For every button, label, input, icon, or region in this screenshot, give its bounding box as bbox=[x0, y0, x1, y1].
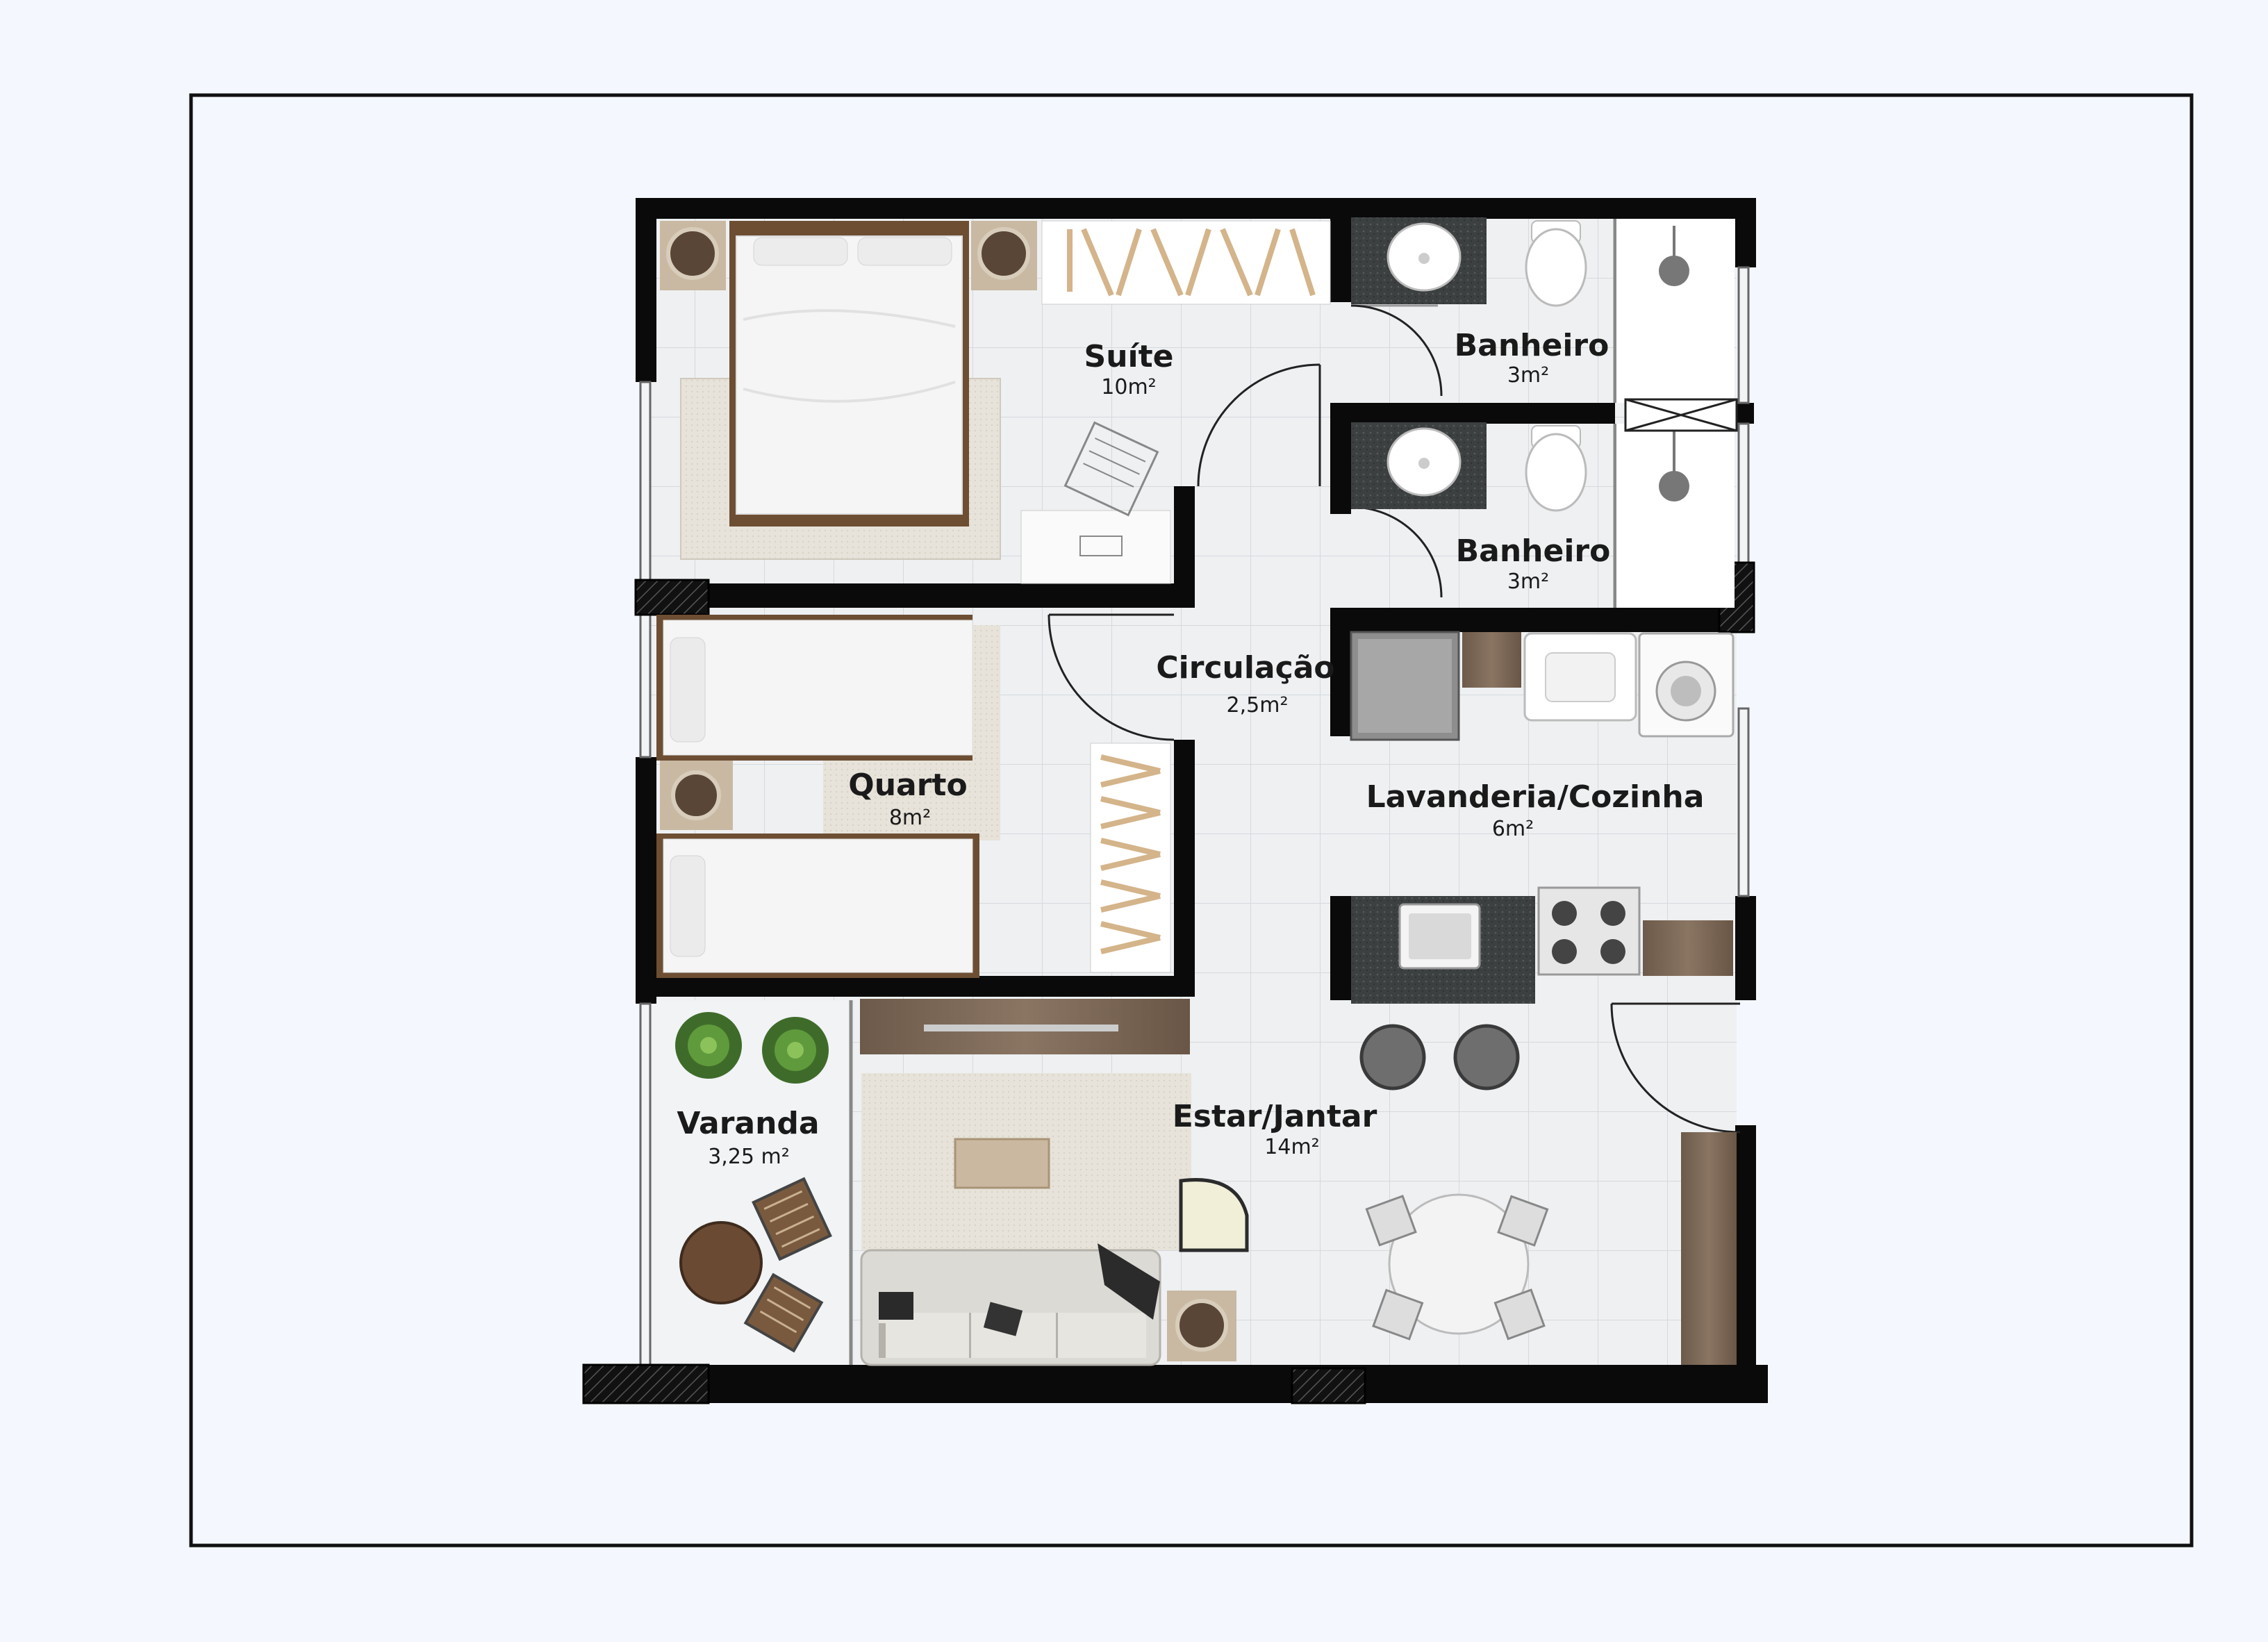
room-area-banheiro-1: 3m² bbox=[1507, 363, 1550, 388]
room-area-banheiro-2: 3m² bbox=[1507, 570, 1550, 594]
room-area-estar-jantar: 14m² bbox=[1264, 1135, 1320, 1159]
room-label-banheiro-1: Banheiro bbox=[1454, 328, 1609, 363]
armchair bbox=[1179, 1178, 1249, 1252]
room-label-lavanderia-cozinha: Lavanderia/Cozinha bbox=[1366, 779, 1705, 815]
room-label-estar-jantar: Estar/Jantar bbox=[1172, 1099, 1377, 1134]
room-label-banheiro-2: Banheiro bbox=[1455, 533, 1611, 569]
bathroom-1-fixtures bbox=[1351, 217, 1735, 403]
bathroom-2-fixtures bbox=[1351, 422, 1735, 608]
living-furniture bbox=[860, 999, 1737, 1366]
dining-set bbox=[1365, 1193, 1549, 1341]
room-area-lavanderia-cozinha: 6m² bbox=[1491, 817, 1534, 841]
doors bbox=[849, 304, 1741, 1365]
walls bbox=[583, 198, 1768, 1403]
bar-stools bbox=[1359, 1024, 1520, 1090]
room-area-circulacao: 2,5m² bbox=[1226, 693, 1289, 718]
room-label-suite: Suíte bbox=[1084, 339, 1174, 374]
room-area-varanda: 3,25 m² bbox=[708, 1145, 790, 1169]
plant-left bbox=[675, 1012, 742, 1079]
room-label-circulacao: Circulação bbox=[1156, 650, 1335, 686]
room-label-varanda: Varanda bbox=[677, 1106, 820, 1141]
shaft bbox=[1624, 398, 1738, 432]
drawing-border bbox=[189, 93, 2194, 1548]
kitchen-fixtures bbox=[1350, 631, 1735, 1004]
suite-furniture bbox=[660, 220, 1331, 584]
room-label-quarto: Quarto bbox=[848, 768, 968, 803]
quarto-furniture bbox=[656, 615, 1171, 978]
room-area-suite: 10m² bbox=[1101, 375, 1157, 399]
room-area-quarto: 8m² bbox=[888, 806, 932, 830]
plant-right bbox=[762, 1017, 829, 1084]
balcony-furniture bbox=[675, 1012, 832, 1353]
